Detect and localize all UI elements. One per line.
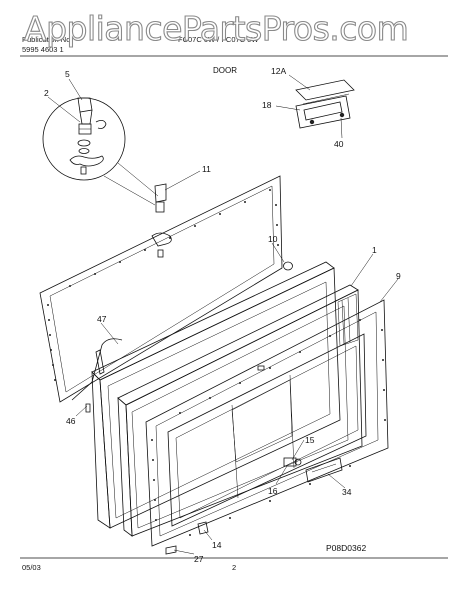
outer-door-panel: [117, 284, 363, 537]
door-liner-panel: [91, 261, 341, 529]
publication-label: Publication No: [22, 35, 70, 44]
callout-46: 46: [66, 416, 76, 426]
hinge-pin-14: [197, 521, 209, 535]
section-title: DOOR: [213, 66, 237, 75]
callout-1: 1: [372, 245, 377, 255]
callout-10: 10: [268, 234, 278, 244]
plug-part-10: [283, 261, 293, 271]
callout-9: 9: [396, 271, 401, 281]
callout-2: 2: [44, 88, 49, 98]
screw-46: [85, 403, 91, 413]
publication-number: 5995 4603 1: [22, 45, 64, 54]
small-parts: [71, 261, 343, 555]
door-gasket-frame: [39, 175, 283, 403]
callout-16: 16: [268, 486, 278, 496]
callout-40: 40: [334, 139, 344, 149]
light-switch-assembly: [295, 79, 355, 129]
callout-labels: 5 2 11 12A 18 40 10 1 9 47 46 15 16 34 1…: [44, 66, 401, 564]
footer-date: 05/03: [22, 563, 41, 572]
switch-16: [283, 457, 297, 467]
hinge-bracket: [151, 183, 172, 258]
callout-12a: 12A: [271, 66, 286, 76]
watermark-logo: AppliancePartsPros.com: [24, 9, 408, 48]
screw-27: [165, 545, 177, 555]
callout-27: 27: [194, 554, 204, 564]
callout-11: 11: [202, 164, 211, 174]
callout-18: 18: [262, 100, 272, 110]
callout-14: 14: [212, 540, 222, 550]
model-numbers: FC07C 0W / FC07C 0W: [178, 35, 259, 44]
callout-47: 47: [97, 314, 107, 324]
drawing-code: P08D0362: [326, 543, 366, 553]
switch-cover-34: [305, 457, 343, 483]
leader-lines: [47, 74, 399, 555]
door-inner-frame: [145, 299, 389, 547]
callout-15: 15: [305, 435, 315, 445]
callout-34: 34: [342, 487, 352, 497]
callout-5: 5: [65, 69, 70, 79]
hinge-detail-inset: [42, 97, 159, 206]
footer-page-number: 2: [232, 563, 236, 572]
